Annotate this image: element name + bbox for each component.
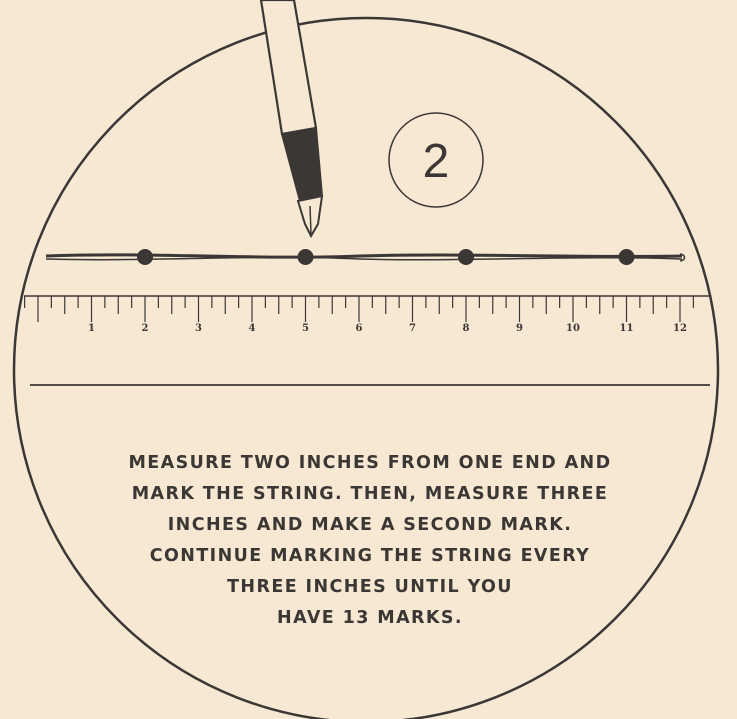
string-mark bbox=[298, 249, 314, 265]
string-mark bbox=[458, 249, 474, 265]
ruler-label: 9 bbox=[516, 323, 523, 334]
instruction-line: Continue marking the string every bbox=[100, 541, 640, 572]
instruction-line: Measure two inches from one end and bbox=[100, 448, 640, 479]
ruler-label: 2 bbox=[142, 323, 149, 334]
instruction-line: inches and make a second mark. bbox=[100, 510, 640, 541]
ruler-label: 8 bbox=[463, 323, 470, 334]
ruler-label: 1 bbox=[88, 323, 95, 334]
ruler-label: 12 bbox=[673, 323, 687, 334]
ruler-label: 5 bbox=[302, 323, 309, 334]
ruler-label: 7 bbox=[409, 323, 416, 334]
instruction-line: mark the string. Then, measure three bbox=[100, 479, 640, 510]
ruler-label: 4 bbox=[249, 323, 256, 334]
instruction-line: three inches until you bbox=[100, 572, 640, 603]
string-mark bbox=[619, 249, 635, 265]
ruler-label: 3 bbox=[195, 323, 202, 334]
step-number: 2 bbox=[423, 135, 450, 188]
ruler-label: 10 bbox=[566, 323, 580, 334]
instructions-text: Measure two inches from one end and mark… bbox=[100, 448, 640, 634]
instruction-line: have 13 marks. bbox=[100, 603, 640, 634]
ruler-ticks bbox=[25, 296, 694, 322]
pen-icon bbox=[261, 0, 322, 236]
ruler-label: 6 bbox=[356, 323, 363, 334]
string-mark bbox=[137, 249, 153, 265]
ruler-label: 11 bbox=[620, 323, 634, 334]
